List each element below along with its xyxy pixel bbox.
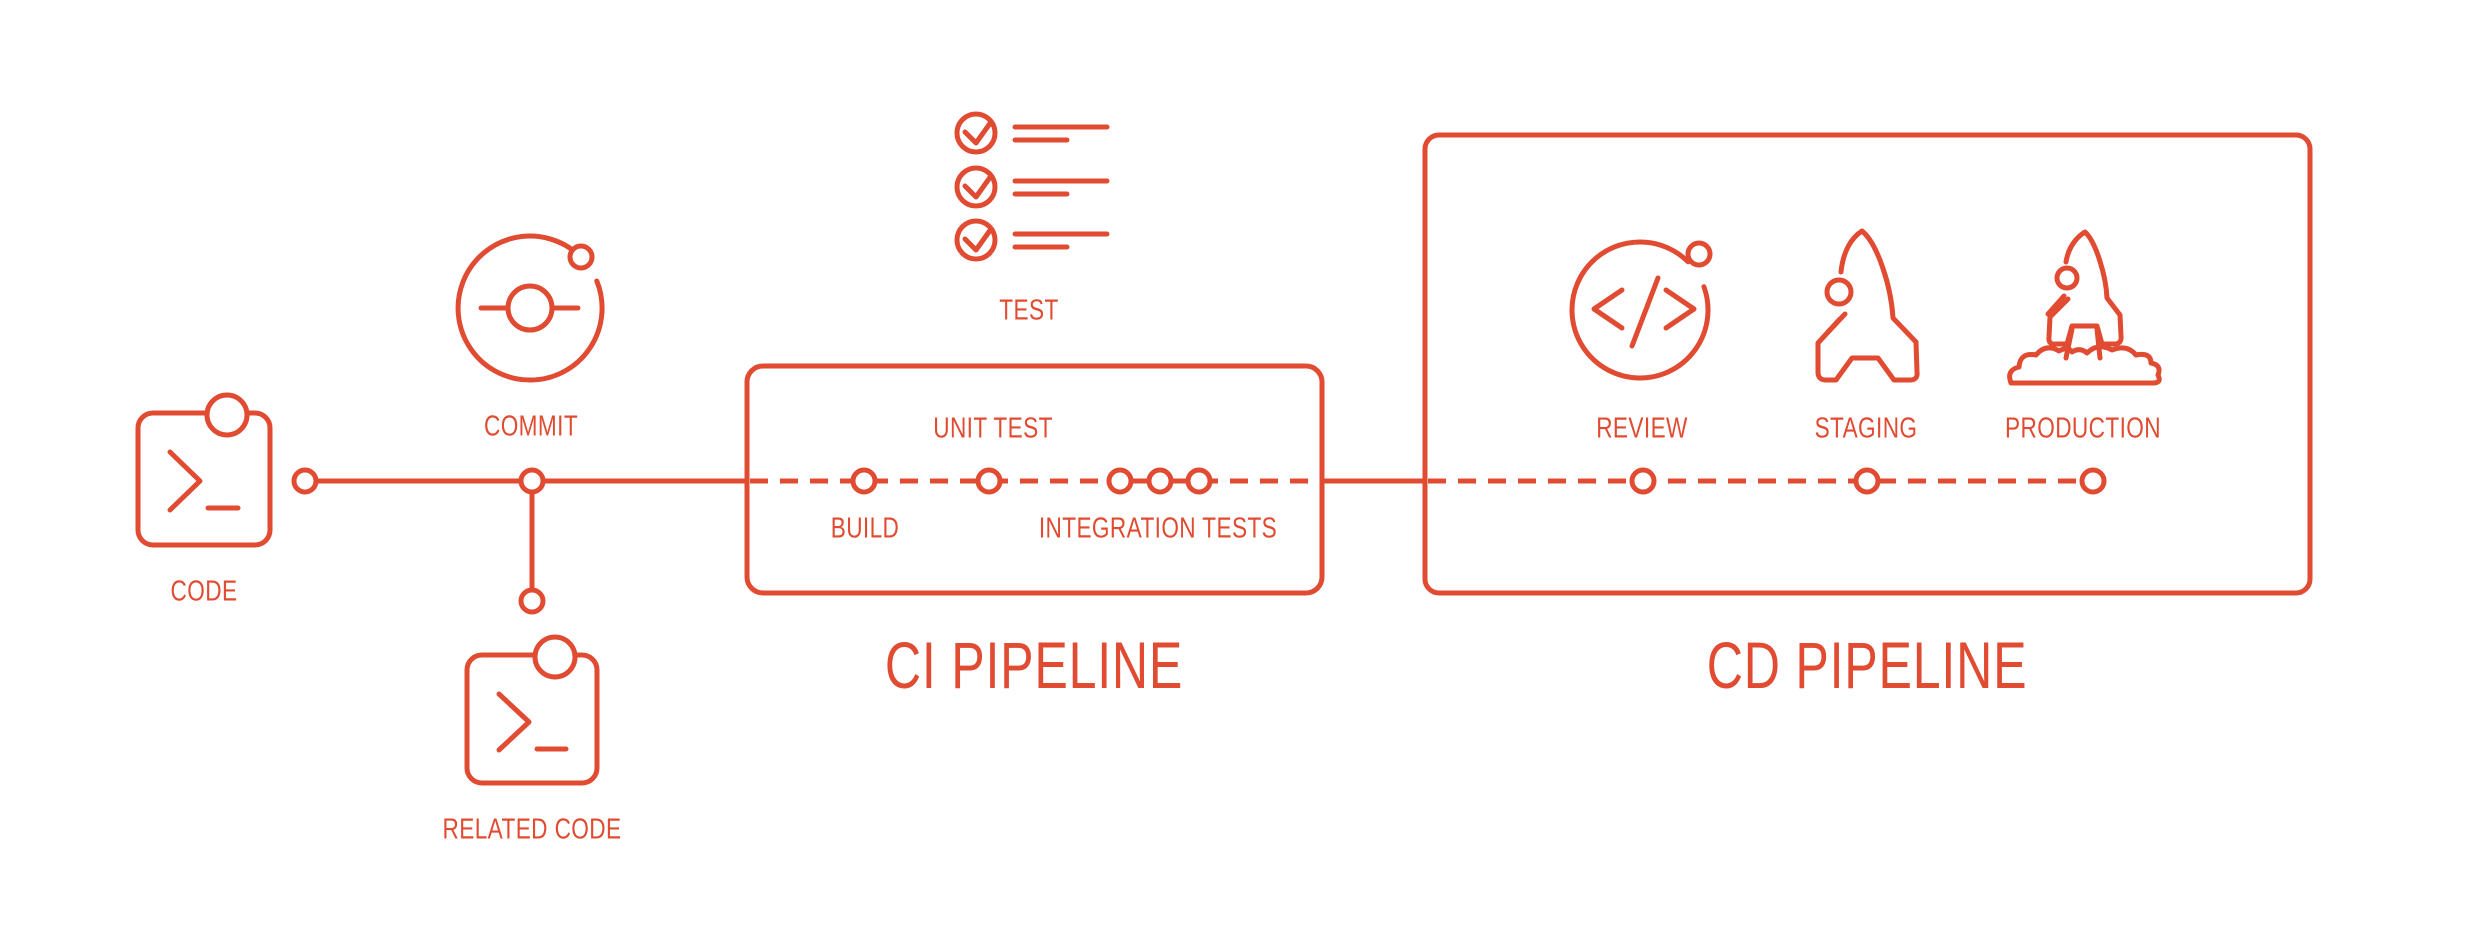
code-icon — [135, 392, 273, 548]
node-integration-1 — [1106, 467, 1134, 495]
commit-icon — [455, 233, 605, 383]
production-rocket-launch-icon — [2007, 229, 2162, 386]
node-commit-junction — [518, 467, 546, 495]
node-staging — [1853, 467, 1881, 495]
related-code-icon — [464, 634, 600, 786]
node-production — [2079, 467, 2107, 495]
integration-tests-label: INTEGRATION TESTS — [1038, 512, 1278, 545]
build-label: BUILD — [830, 512, 900, 545]
staging-label: STAGING — [1814, 412, 1918, 445]
commit-label: COMMIT — [483, 410, 579, 443]
review-label: REVIEW — [1596, 412, 1688, 445]
test-label: TEST — [999, 294, 1059, 327]
cd-pipeline-title: CD PIPELINE — [1706, 628, 2028, 702]
node-review — [1629, 467, 1657, 495]
node-start — [291, 467, 319, 495]
unit-test-label: UNIT TEST — [933, 412, 1053, 445]
code-review-icon — [1569, 239, 1713, 381]
node-integration-3 — [1185, 467, 1213, 495]
node-unit-test — [975, 467, 1003, 495]
production-label: PRODUCTION — [2005, 412, 2161, 445]
pipeline-nodes — [291, 467, 2107, 615]
staging-rocket-icon — [1815, 228, 1920, 383]
node-integration-2 — [1146, 467, 1174, 495]
node-build — [850, 467, 878, 495]
node-branch-end — [518, 587, 546, 615]
test-checklist-icon — [954, 111, 1110, 262]
ci-pipeline-box — [744, 363, 1325, 596]
related-code-label: RELATED CODE — [442, 813, 622, 846]
cd-pipeline-box — [1422, 132, 2313, 596]
code-label: CODE — [170, 575, 238, 608]
ci-pipeline-title: CI PIPELINE — [884, 628, 1184, 702]
